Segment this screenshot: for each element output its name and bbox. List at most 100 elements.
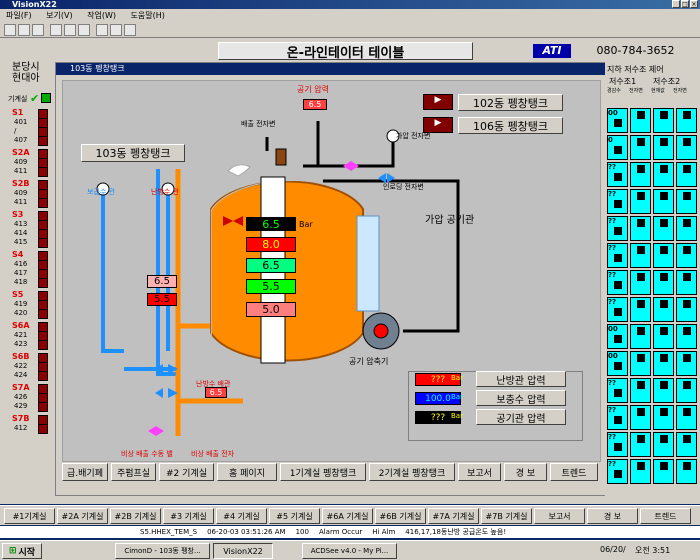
- tank-103-button[interactable]: 103동 펭창탱크: [81, 144, 185, 162]
- popup-nav-button[interactable]: 보고서: [458, 463, 501, 481]
- print-icon[interactable]: [96, 24, 108, 36]
- unit-select-button[interactable]: [38, 198, 48, 208]
- unit-select-button[interactable]: [38, 309, 48, 319]
- tank-status-cell[interactable]: 00: [607, 351, 628, 376]
- unit-select-button[interactable]: [38, 424, 48, 434]
- tank-status-cell[interactable]: [653, 324, 674, 349]
- tank-status-cell[interactable]: ??: [607, 459, 628, 484]
- tank-status-cell[interactable]: [653, 351, 674, 376]
- unit-select-button[interactable]: [38, 402, 48, 412]
- building-tab[interactable]: #6B 기계실: [375, 508, 426, 524]
- building-tab[interactable]: #4 기계실: [216, 508, 267, 524]
- building-tab[interactable]: #3 기계실: [163, 508, 214, 524]
- popup-nav-button[interactable]: 2기계실 펭창탱크: [369, 463, 455, 481]
- tank-status-cell[interactable]: [676, 162, 697, 187]
- tank-status-cell[interactable]: [653, 108, 674, 133]
- tank-status-cell[interactable]: [676, 216, 697, 241]
- tank-status-cell[interactable]: ??: [607, 216, 628, 241]
- tank-status-cell[interactable]: [676, 243, 697, 268]
- paste-icon[interactable]: [78, 24, 90, 36]
- menu-help[interactable]: 도움말(H): [130, 11, 165, 20]
- unit-select-button[interactable]: [38, 371, 48, 381]
- start-button[interactable]: ⊞ 시작: [2, 543, 42, 559]
- tank-status-cell[interactable]: [653, 459, 674, 484]
- building-tab[interactable]: 보고서: [534, 508, 585, 524]
- unit-select-button[interactable]: [38, 167, 48, 177]
- tank-status-cell[interactable]: [676, 378, 697, 403]
- building-tab[interactable]: #7B 기계실: [481, 508, 532, 524]
- tank-status-cell[interactable]: [630, 108, 651, 133]
- building-tab[interactable]: 트렌드: [640, 508, 691, 524]
- taskbar-item-acdsee[interactable]: ACDSee v4.0 - My Pi...: [302, 543, 397, 559]
- tank-102-button[interactable]: 102동 펭창탱크: [458, 94, 563, 111]
- tank-status-cell[interactable]: ??: [607, 243, 628, 268]
- tank-status-cell[interactable]: [630, 378, 651, 403]
- tank-status-cell[interactable]: [630, 459, 651, 484]
- tank-status-cell[interactable]: ??: [607, 189, 628, 214]
- tank-status-cell[interactable]: [653, 243, 674, 268]
- tank-106-arrow-icon[interactable]: ▶: [423, 117, 453, 133]
- tank-status-cell[interactable]: [630, 297, 651, 322]
- tank-status-cell[interactable]: [630, 135, 651, 160]
- tank-status-cell[interactable]: [676, 189, 697, 214]
- tank-status-cell[interactable]: [630, 216, 651, 241]
- popup-nav-button[interactable]: 트렌드: [550, 463, 598, 481]
- tank-status-cell[interactable]: [630, 351, 651, 376]
- tank-status-cell[interactable]: ??: [607, 297, 628, 322]
- taskbar-item-visionx[interactable]: VisionX22: [213, 543, 273, 559]
- tank-status-cell[interactable]: [676, 351, 697, 376]
- building-tab[interactable]: #1기계실: [4, 508, 55, 524]
- save-icon[interactable]: [32, 24, 44, 36]
- tank-status-cell[interactable]: [630, 243, 651, 268]
- tank-status-cell[interactable]: [630, 432, 651, 457]
- open-icon[interactable]: [18, 24, 30, 36]
- tank-status-cell[interactable]: [630, 162, 651, 187]
- maximize-button[interactable]: □: [681, 0, 689, 8]
- popup-nav-button[interactable]: 급.배기폐: [62, 463, 108, 481]
- tank-status-cell[interactable]: [653, 297, 674, 322]
- heating-pressure-button[interactable]: 난방관 압력: [476, 371, 566, 387]
- tank-status-cell[interactable]: [653, 162, 674, 187]
- tank-status-cell[interactable]: 00: [607, 324, 628, 349]
- tank-status-cell[interactable]: ??: [607, 162, 628, 187]
- unit-select-button[interactable]: [38, 340, 48, 350]
- cut-icon[interactable]: [50, 24, 62, 36]
- tank-status-cell[interactable]: [676, 432, 697, 457]
- tank-status-cell[interactable]: [653, 135, 674, 160]
- tank-status-cell[interactable]: [653, 189, 674, 214]
- building-tab[interactable]: #7A 기계실: [428, 508, 479, 524]
- popup-nav-button[interactable]: 경 보: [504, 463, 547, 481]
- popup-nav-button[interactable]: 주펌프실: [111, 463, 156, 481]
- tank-106-button[interactable]: 106동 펭창탱크: [458, 117, 563, 134]
- tank-status-cell[interactable]: 00: [607, 108, 628, 133]
- tank-status-cell[interactable]: [676, 297, 697, 322]
- close-button[interactable]: ×: [690, 0, 698, 8]
- tank-status-cell[interactable]: [630, 189, 651, 214]
- help-icon[interactable]: [110, 24, 122, 36]
- tank-status-cell[interactable]: [676, 324, 697, 349]
- tank-status-cell[interactable]: [630, 405, 651, 430]
- tank-status-cell[interactable]: 0: [607, 135, 628, 160]
- tank-status-cell[interactable]: ??: [607, 270, 628, 295]
- building-tab[interactable]: #2A 기계실: [57, 508, 108, 524]
- unit-select-button[interactable]: [38, 136, 48, 146]
- popup-nav-button[interactable]: #2 기계실: [159, 463, 214, 481]
- tank-status-cell[interactable]: [676, 405, 697, 430]
- copy-icon[interactable]: [64, 24, 76, 36]
- tank-status-cell[interactable]: ??: [607, 432, 628, 457]
- tank-status-cell[interactable]: [653, 405, 674, 430]
- tank-status-cell[interactable]: [676, 459, 697, 484]
- zoom-icon[interactable]: [124, 24, 136, 36]
- minimize-button[interactable]: _: [672, 0, 680, 8]
- taskbar-item-cimon[interactable]: CimonD - 103동 펭창...: [115, 543, 210, 559]
- tank-status-cell[interactable]: ??: [607, 405, 628, 430]
- tank-102-arrow-icon[interactable]: ▶: [423, 94, 453, 110]
- air-line-pressure-button[interactable]: 공기관 압력: [476, 409, 566, 425]
- tank-status-cell[interactable]: [653, 378, 674, 403]
- tank-status-cell[interactable]: [676, 135, 697, 160]
- supply-pressure-button[interactable]: 보충수 압력: [476, 390, 566, 406]
- menu-file[interactable]: 파일(F): [6, 11, 32, 20]
- tank-status-cell[interactable]: [653, 270, 674, 295]
- unit-select-button[interactable]: [38, 278, 48, 288]
- tank-status-cell[interactable]: [630, 324, 651, 349]
